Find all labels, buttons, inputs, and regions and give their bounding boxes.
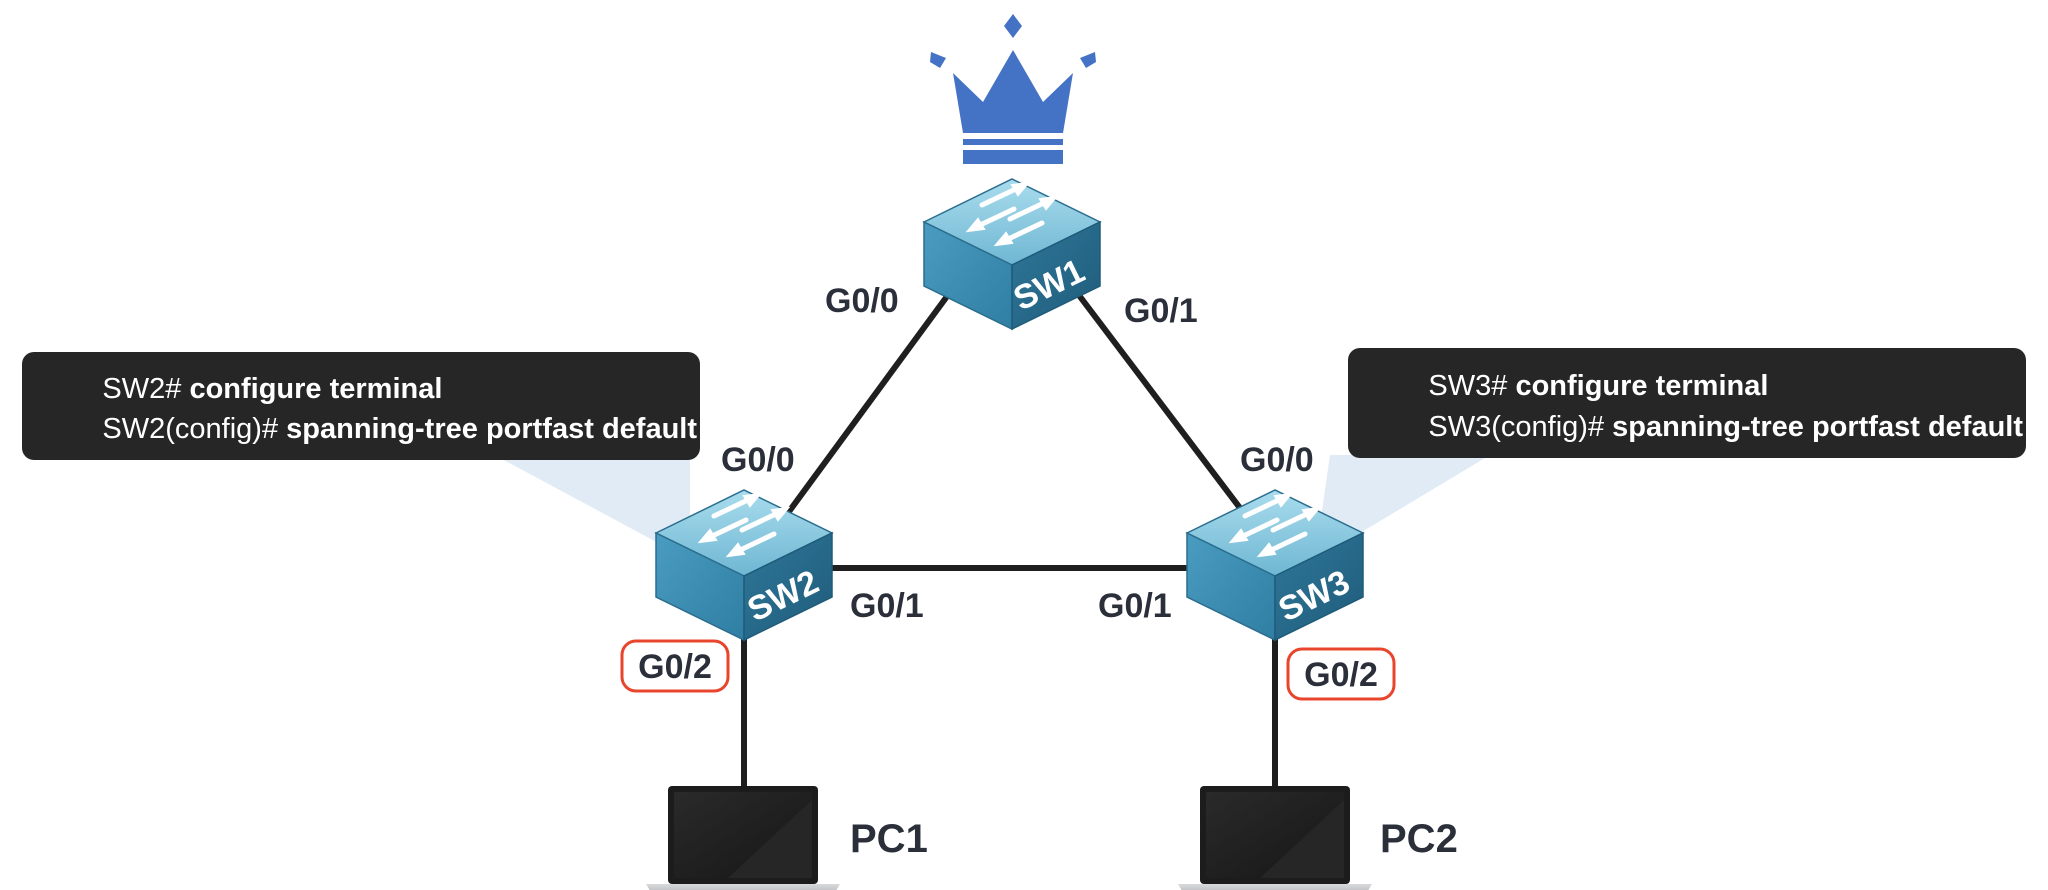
port-label-sw1-g00: G0/0 [825,282,899,320]
callout-sw3: SW3# configure terminal SW3(config)# spa… [1348,348,2048,458]
crown-icon [930,14,1096,164]
pc2-label: PC2 [1380,817,1458,861]
callout-sw3-line2-prompt: SW3(config)# [1428,411,1612,443]
callout-sw2-line1-prompt: SW2# [102,373,189,405]
callout-sw3-line1: SW3# configure terminal [1372,370,1809,402]
laptop-icon [1178,786,1372,890]
callout-sw3-line1-prompt: SW3# [1428,370,1515,402]
pc1[interactable] [646,786,840,890]
link-sw1-sw3 [1072,287,1246,515]
link-sw1-sw2 [782,292,951,520]
callout-sw2: SW2# configure terminal SW2(config)# spa… [22,352,737,460]
callout-sw3-line2-cmd: spanning-tree portfast default [1612,411,2023,443]
pc2[interactable] [1178,786,1372,890]
links [741,287,1278,789]
callout-sw2-line2: SW2(config)# spanning-tree portfast defa… [46,413,737,445]
callout-sw2-line1-cmd: configure terminal [189,373,442,405]
port-highlight-sw3-g02: G0/2 [1286,647,1396,701]
port-label-sw2-g02: G0/2 [638,648,712,686]
port-label-sw2-g01: G0/1 [850,587,924,625]
switch-sw1[interactable]: SW1 [924,179,1100,329]
laptop-icon [646,786,840,890]
callout-beam-sw2 [500,458,690,560]
port-label-sw2-g00: G0/0 [721,441,795,479]
port-label-sw3-g02: G0/2 [1304,656,1378,694]
port-label-sw3-g01: G0/1 [1098,587,1172,625]
callout-sw3-line2: SW3(config)# spanning-tree portfast defa… [1372,411,2048,443]
port-highlight-sw2-g02: G0/2 [620,639,730,693]
port-label-sw1-g01: G0/1 [1124,292,1198,330]
pc1-label: PC1 [850,817,928,861]
port-label-sw3-g00: G0/0 [1240,441,1314,479]
callout-sw2-line2-cmd: spanning-tree portfast default [286,413,697,445]
callout-sw2-line1: SW2# configure terminal [46,373,483,405]
callout-sw2-line2-prompt: SW2(config)# [102,413,286,445]
callout-sw3-line1-cmd: configure terminal [1515,370,1768,402]
